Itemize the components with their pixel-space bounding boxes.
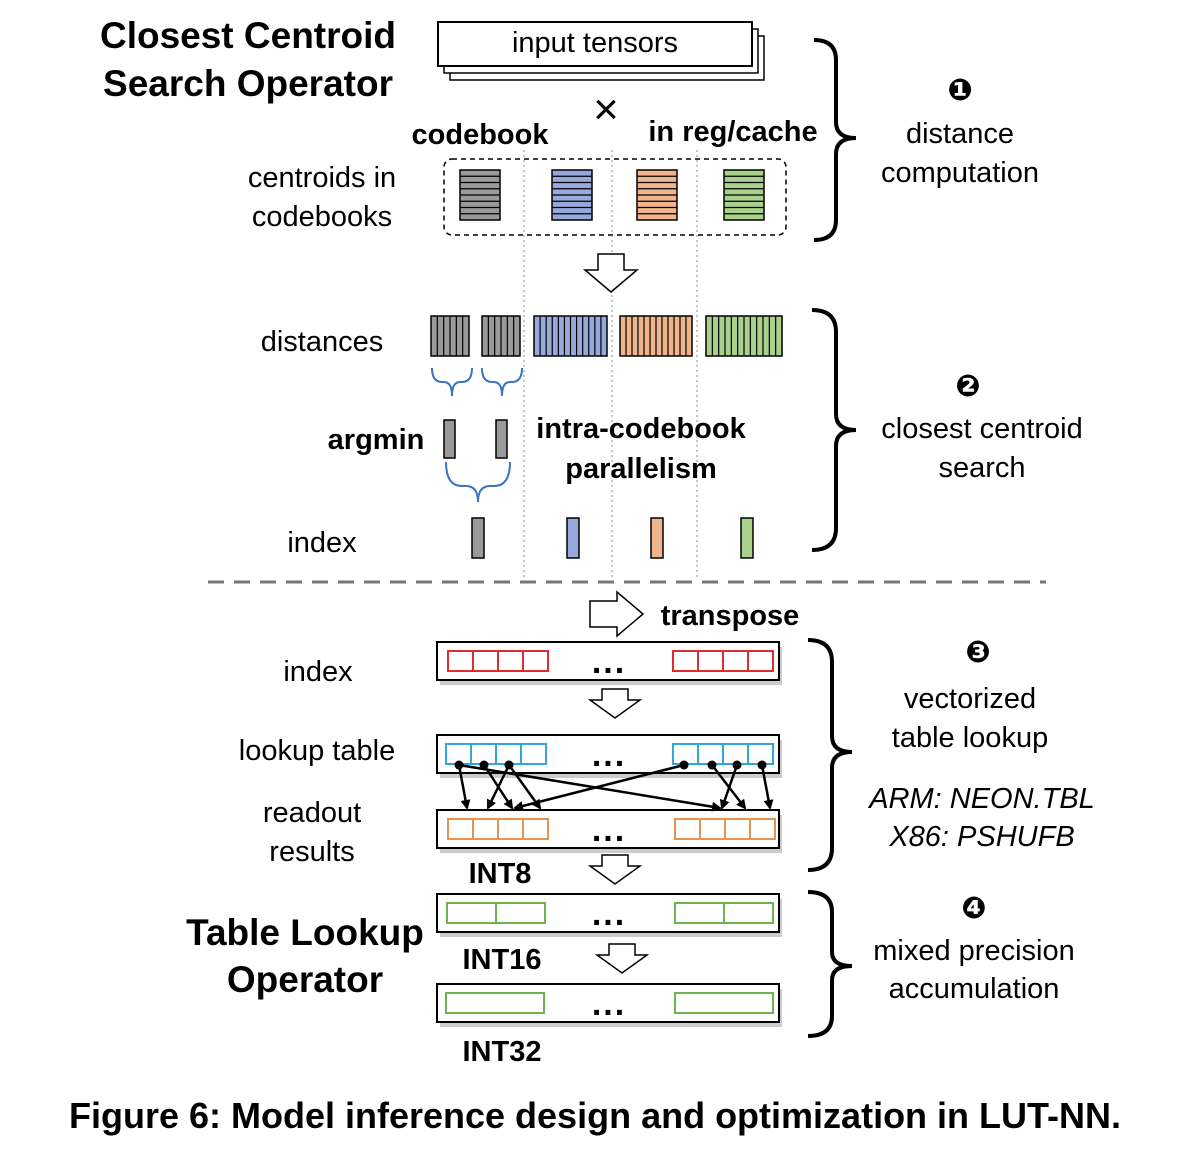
step3-label-line2: table lookup	[892, 722, 1048, 754]
step4-number: ❹	[961, 892, 986, 925]
x86-instruction: X86: PSHUFB	[888, 821, 1074, 853]
vector-row: ...	[436, 641, 782, 685]
codebook-label: codebook	[412, 119, 550, 151]
index-label-stage2: index	[287, 527, 357, 559]
input-tensors-stack: input tensors	[437, 21, 765, 81]
vector-row: ...	[436, 983, 782, 1027]
vector-cell	[522, 650, 549, 672]
in-reg-cache-label: in reg/cache	[648, 116, 817, 148]
vector-cell	[749, 818, 776, 840]
vector-cell	[724, 818, 751, 840]
vector-cell	[472, 650, 499, 672]
step2-label-line2: search	[938, 452, 1025, 484]
argmin-bars	[443, 419, 508, 459]
argmin-braces	[431, 367, 523, 503]
vector-cell	[520, 743, 547, 765]
vector-cell	[674, 818, 701, 840]
index-bar	[471, 517, 485, 559]
lookup-arrow-origins	[454, 760, 767, 770]
brace-stage1	[813, 38, 857, 242]
vector-cell	[472, 818, 499, 840]
index-bar	[566, 517, 580, 559]
transpose-arrow	[589, 590, 645, 638]
readout-label-line2: results	[269, 836, 354, 868]
step1-number: ❶	[947, 74, 972, 107]
step2-label-line1: closest centroid	[881, 413, 1083, 445]
parallelism-label-line2: parallelism	[565, 453, 717, 485]
distances-label: distances	[261, 326, 384, 358]
vector-row: ...	[436, 809, 782, 853]
index-bar	[650, 517, 664, 559]
centroids-label-line2: codebooks	[252, 201, 392, 233]
codebook-blocks	[459, 169, 765, 221]
codebook-container	[443, 158, 787, 236]
vector-cell	[522, 818, 549, 840]
argmin-label: argmin	[328, 424, 425, 456]
codebook-separators	[523, 150, 698, 578]
index-bar	[740, 517, 754, 559]
down-arrow-3	[587, 854, 643, 885]
brace-stage3	[807, 638, 853, 872]
vector-cell	[697, 650, 724, 672]
vector-cell	[672, 650, 699, 672]
vector-cell	[747, 650, 774, 672]
parallelism-label-line1: intra-codebook	[536, 413, 746, 445]
argmin-bar	[443, 419, 456, 459]
vector-cell	[445, 992, 545, 1014]
down-arrow-4	[594, 943, 650, 974]
vector-cell	[723, 902, 774, 924]
step1-label-line2: computation	[881, 157, 1039, 189]
brace-stage4	[807, 890, 853, 1038]
vector-cell	[497, 650, 524, 672]
tlo-operator-title-line1: Table Lookup	[186, 912, 424, 953]
lookup-table-label: lookup table	[239, 735, 395, 767]
figure-caption: Figure 6: Model inference design and opt…	[69, 1095, 1121, 1136]
index-label-stage3: index	[283, 656, 353, 688]
distance-blocks	[430, 315, 783, 357]
ellipsis: ...	[592, 736, 626, 774]
tlo-operator-title-line2: Operator	[227, 959, 383, 1000]
vector-rows: ...............	[436, 641, 782, 1027]
vector-cell	[495, 902, 546, 924]
down-arrow-2	[587, 688, 643, 719]
step3-label-line1: vectorized	[904, 683, 1036, 715]
int8-label: INT8	[469, 858, 532, 890]
vector-cell	[674, 992, 774, 1014]
css-operator-title-line1: Closest Centroid	[100, 15, 396, 56]
vector-cell	[699, 818, 726, 840]
vector-cell	[447, 650, 474, 672]
brace-stage2	[811, 308, 857, 552]
readout-label-line1: readout	[263, 797, 361, 829]
int16-label: INT16	[463, 944, 542, 976]
multiply-icon: ×	[593, 85, 619, 134]
vector-cell	[722, 650, 749, 672]
down-arrow-1	[582, 253, 640, 293]
int32-label: INT32	[463, 1036, 542, 1068]
input-tensors-label: input tensors	[512, 27, 678, 59]
index-bars	[471, 517, 754, 559]
vector-cell	[446, 902, 497, 924]
centroids-label-line1: centroids in	[248, 162, 396, 194]
step2-number: ❷	[955, 370, 980, 403]
vector-row: ...	[436, 893, 782, 937]
transpose-label: transpose	[661, 600, 800, 632]
vector-cell	[674, 902, 725, 924]
lookup-arrows	[457, 763, 774, 812]
step4-label-line2: accumulation	[889, 973, 1060, 1005]
step1-label-line1: distance	[906, 118, 1014, 150]
step3-number: ❸	[965, 636, 990, 669]
ellipsis: ...	[592, 811, 626, 849]
step4-label-line1: mixed precision	[873, 935, 1074, 967]
ellipsis: ...	[592, 895, 626, 933]
css-operator-title-line2: Search Operator	[103, 63, 393, 104]
argmin-bar	[495, 419, 508, 459]
vector-cell	[447, 818, 474, 840]
arm-instruction: ARM: NEON.TBL	[867, 783, 1095, 815]
ellipsis: ...	[592, 643, 626, 681]
vector-cell	[497, 818, 524, 840]
ellipsis: ...	[592, 985, 626, 1023]
